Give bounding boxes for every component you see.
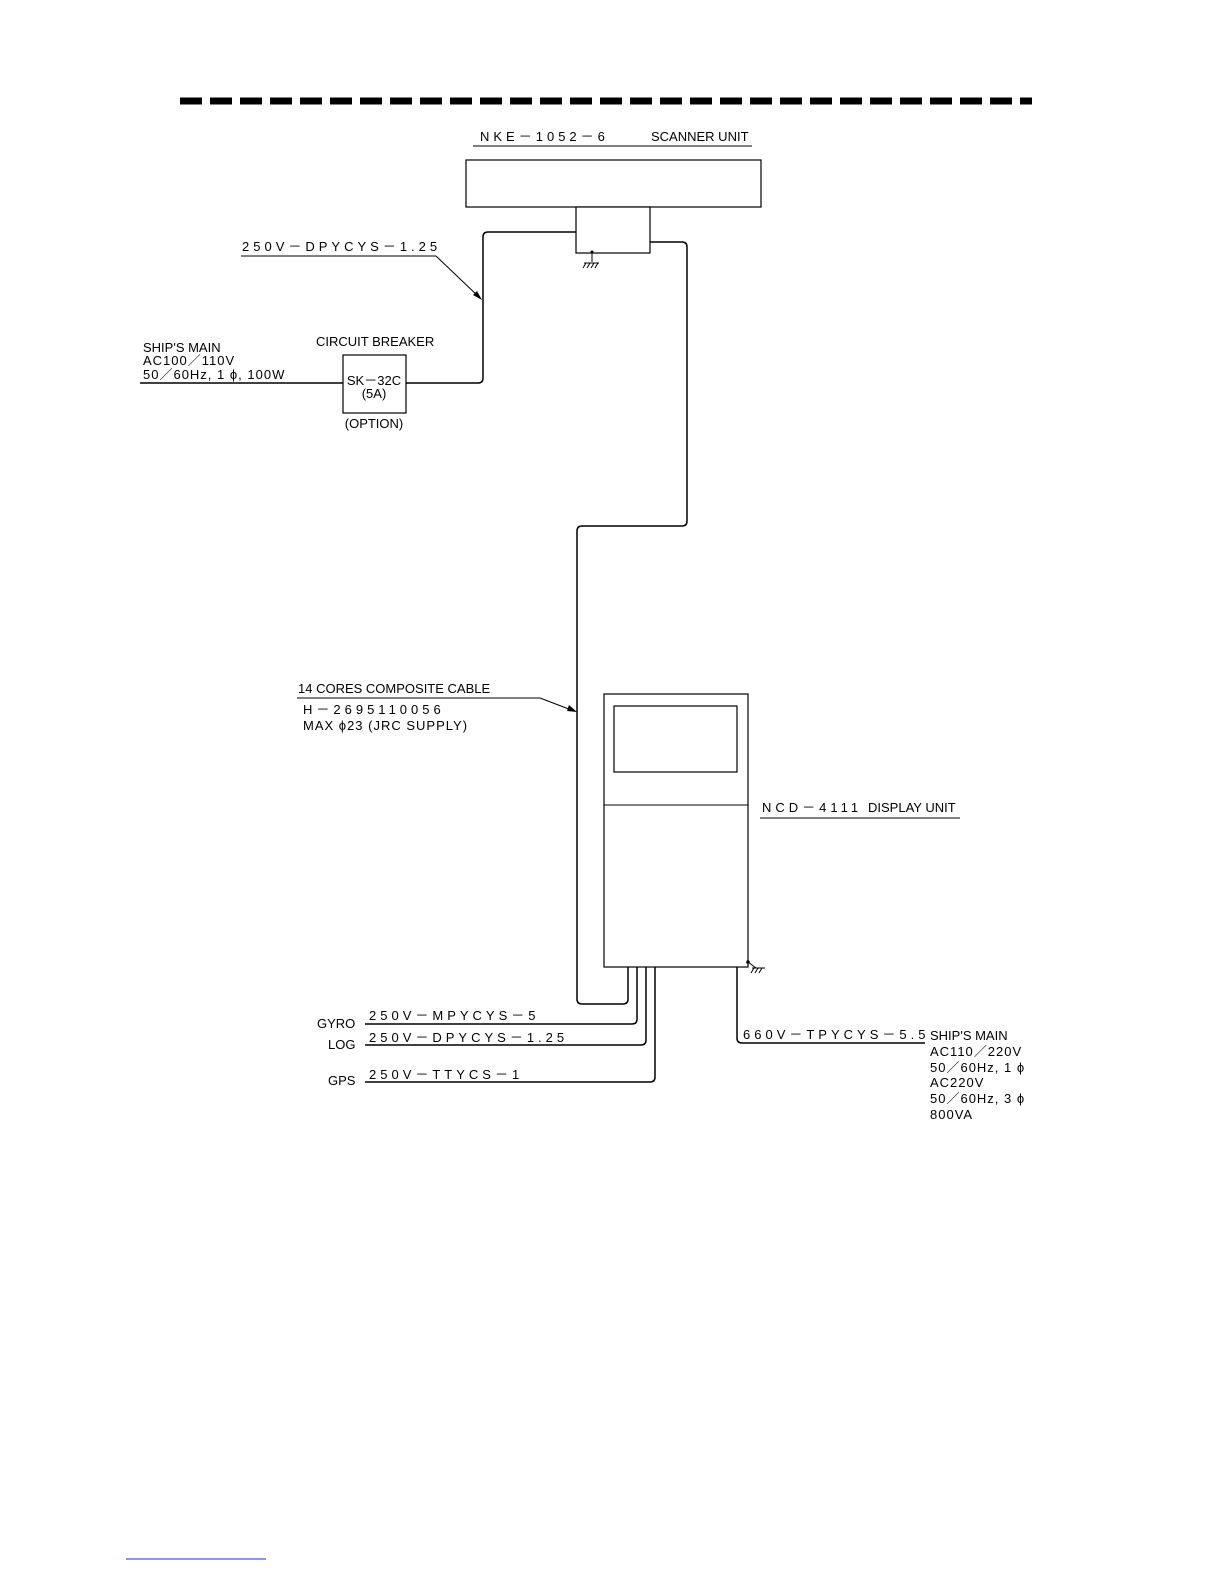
ship-main-1-line1: SHIP'S MAIN [143,340,221,355]
display-screen [613,705,738,773]
ship-main-2-line5: 50／60Hz, 3 ϕ [930,1091,1025,1106]
scanner-power-cable-label: 250V－DPYCYS－1.25 [242,239,441,254]
display-ground-icon [746,960,765,974]
gps-input-label: GPS [328,1073,356,1088]
log-cable [365,967,647,1046]
ship-main-1-line3: 50／60Hz, 1 ϕ, 100W [143,367,285,382]
breaker-title: CIRCUIT BREAKER [316,334,434,349]
breaker-option: (OPTION) [345,416,404,431]
gyro-input-label: GYRO [317,1016,355,1031]
display-power-cable [736,967,925,1044]
scanner-model-label: NKE－1052－6 [480,129,609,144]
gps-cable [365,967,656,1083]
circuit-breaker-box [342,354,407,414]
display-unit-label: DISPLAY UNIT [868,800,956,815]
breaker-model: SK－32C [347,373,401,388]
scanner-unit-label: SCANNER UNIT [651,129,749,144]
ship-main-2-line4: AC220V [930,1075,984,1090]
log-input-label: LOG [328,1037,355,1052]
display-power-cable-label: 660V－TPYCYS－5.5 [743,1027,929,1042]
composite-cable-max: MAX ϕ23 (JRC SUPPLY) [303,718,468,733]
display-model-label: NCD－4111 [762,800,862,815]
composite-cable [576,241,688,1005]
composite-cable-title: 14 CORES COMPOSITE CABLE [298,681,490,696]
gyro-cable-label: 250V－MPYCYS－5 [369,1008,540,1023]
scanner-pedestal-box [575,206,651,254]
breaker-rating: (5A) [362,386,387,401]
ship-main-2-line6: 800VA [930,1107,973,1122]
log-cable-label: 250V－DPYCYS－1.25 [369,1030,568,1045]
composite-cable-part: H－2695110056 [303,702,445,717]
ship-main-2-line1: SHIP'S MAIN [930,1028,1008,1043]
ship-main-2-line2: AC110／220V [930,1044,1022,1059]
ship-main-1-line2: AC100／110V [143,353,235,368]
scanner-antenna-box [465,159,762,208]
scanner-power-leader [435,255,481,299]
gyro-cable [365,967,638,1025]
scanner-ground-icon [582,250,599,269]
composite-cable-arrowhead [567,705,577,712]
scanner-power-cable [406,231,576,384]
scanner-power-arrowhead [473,291,482,300]
gps-cable-label: 250V－TTYCS－1 [369,1067,523,1082]
ship-main-2-line3: 50／60Hz, 1 ϕ [930,1060,1025,1075]
